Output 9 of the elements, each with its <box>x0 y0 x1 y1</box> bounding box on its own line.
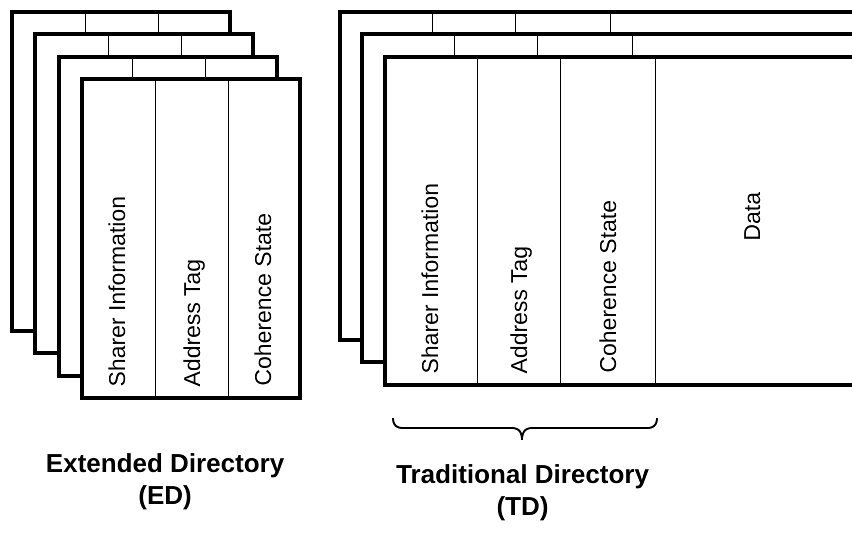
column-heading: Coherence State <box>252 213 275 386</box>
column-heading: Data <box>740 192 764 240</box>
column-heading: Sharer Information <box>418 182 442 373</box>
column-heading: Sharer Information <box>106 196 129 386</box>
column-heading: Address Tag <box>508 246 530 373</box>
column-heading: Address Tag <box>180 258 204 386</box>
directory-caption: Extended Directory (ED) <box>44 447 286 511</box>
column-heading: Coherence State <box>596 200 620 373</box>
directory-caption: Traditional Directory (TD) <box>395 458 650 522</box>
